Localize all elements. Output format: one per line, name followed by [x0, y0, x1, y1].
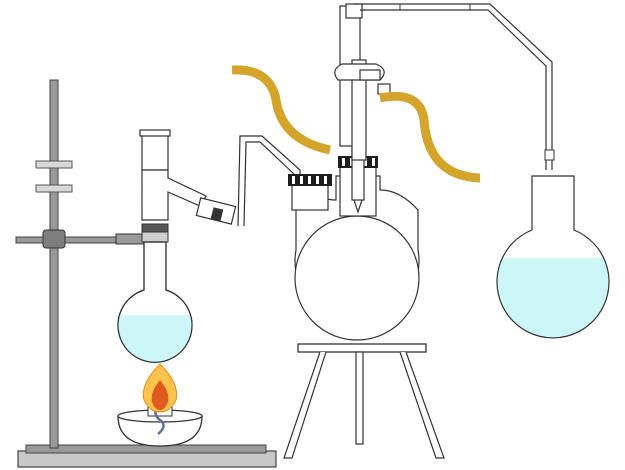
- rubber-tubing: [231, 65, 481, 183]
- alcohol-lamp: [117, 363, 203, 447]
- flame: [142, 363, 178, 413]
- three-neck-flask: [288, 139, 420, 341]
- receiving-flask-liquid: [497, 258, 609, 338]
- support-stand: [15, 79, 277, 468]
- stand-rod: [49, 79, 59, 449]
- stand-clamp-top: [35, 160, 73, 169]
- left-flask-liquid: [118, 315, 192, 363]
- water-outlet-hose: [379, 91, 481, 183]
- reflux-condenser: [334, 3, 391, 161]
- delivery-tube: [354, 3, 555, 170]
- receiving-flask: [496, 175, 610, 339]
- left-flask: [117, 129, 237, 363]
- clamp-boss: [42, 229, 66, 249]
- water-inlet-hose: [231, 65, 331, 155]
- tripod: [283, 343, 445, 459]
- stand-clamp-second: [35, 184, 73, 193]
